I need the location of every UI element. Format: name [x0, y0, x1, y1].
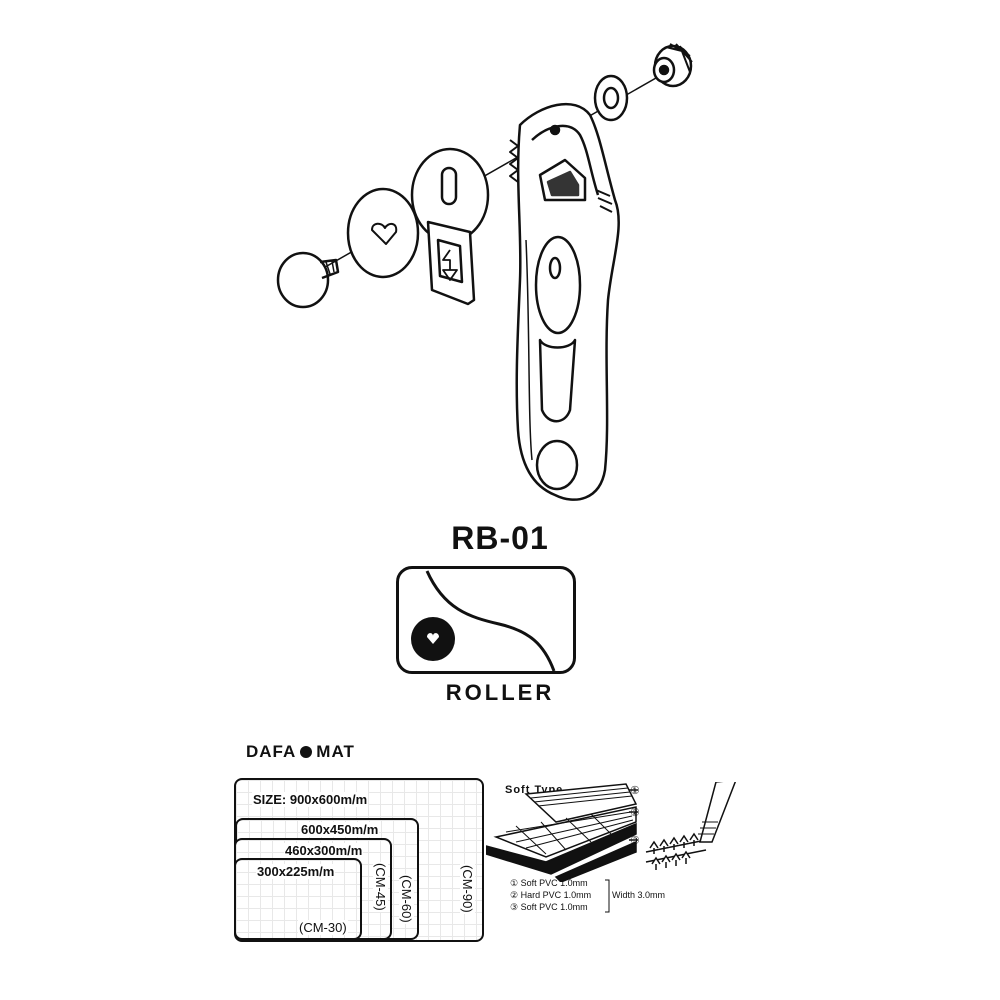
bullet-dot-icon	[300, 746, 313, 758]
model-number: RB-01	[451, 520, 549, 556]
roller-curve-drawing	[411, 570, 556, 671]
mat-code-label: (CM-30)	[298, 920, 348, 935]
washer	[593, 74, 629, 122]
mat-size-label: 300x225m/m	[256, 864, 336, 879]
layer-spec: ① Soft PVC 1.0mm	[510, 878, 588, 888]
slide-lock	[426, 220, 476, 306]
exploded-view-diagram	[276, 43, 693, 501]
knob-nut	[652, 43, 693, 88]
heart-icon	[427, 633, 439, 644]
layer-number: ③	[630, 835, 640, 847]
layer-spec: ② Hard PVC 1.0mm	[510, 890, 592, 900]
thumb-screw	[276, 251, 340, 309]
layer-spec: ③ Soft PVC 1.0mm	[510, 902, 588, 912]
layer-number: ①	[630, 785, 640, 797]
circular-blade	[346, 187, 420, 279]
mat-size-label: SIZE: 900x600m/m	[252, 792, 369, 807]
layer-number: ②	[630, 807, 640, 819]
layer-structure-diagram	[486, 782, 737, 882]
mat-size-label: 460x300m/m	[284, 843, 364, 858]
cutter-handle	[509, 102, 620, 501]
total-width-label: Width 3.0mm	[612, 890, 666, 900]
brand-name: DAFA	[246, 742, 297, 761]
mat-code-label: (CM-45)	[373, 862, 388, 912]
spec-bracket	[605, 879, 610, 913]
roller-illustration	[396, 566, 576, 674]
brand-title: DAFA MAT	[246, 742, 355, 762]
roller-label: ROLLER	[445, 680, 555, 705]
mat-code-label: (CM-90)	[460, 864, 475, 914]
mat-size-label: 600x450m/m	[300, 822, 380, 837]
mat-code-label: (CM-60)	[399, 874, 414, 924]
brand-product: MAT	[316, 742, 355, 761]
